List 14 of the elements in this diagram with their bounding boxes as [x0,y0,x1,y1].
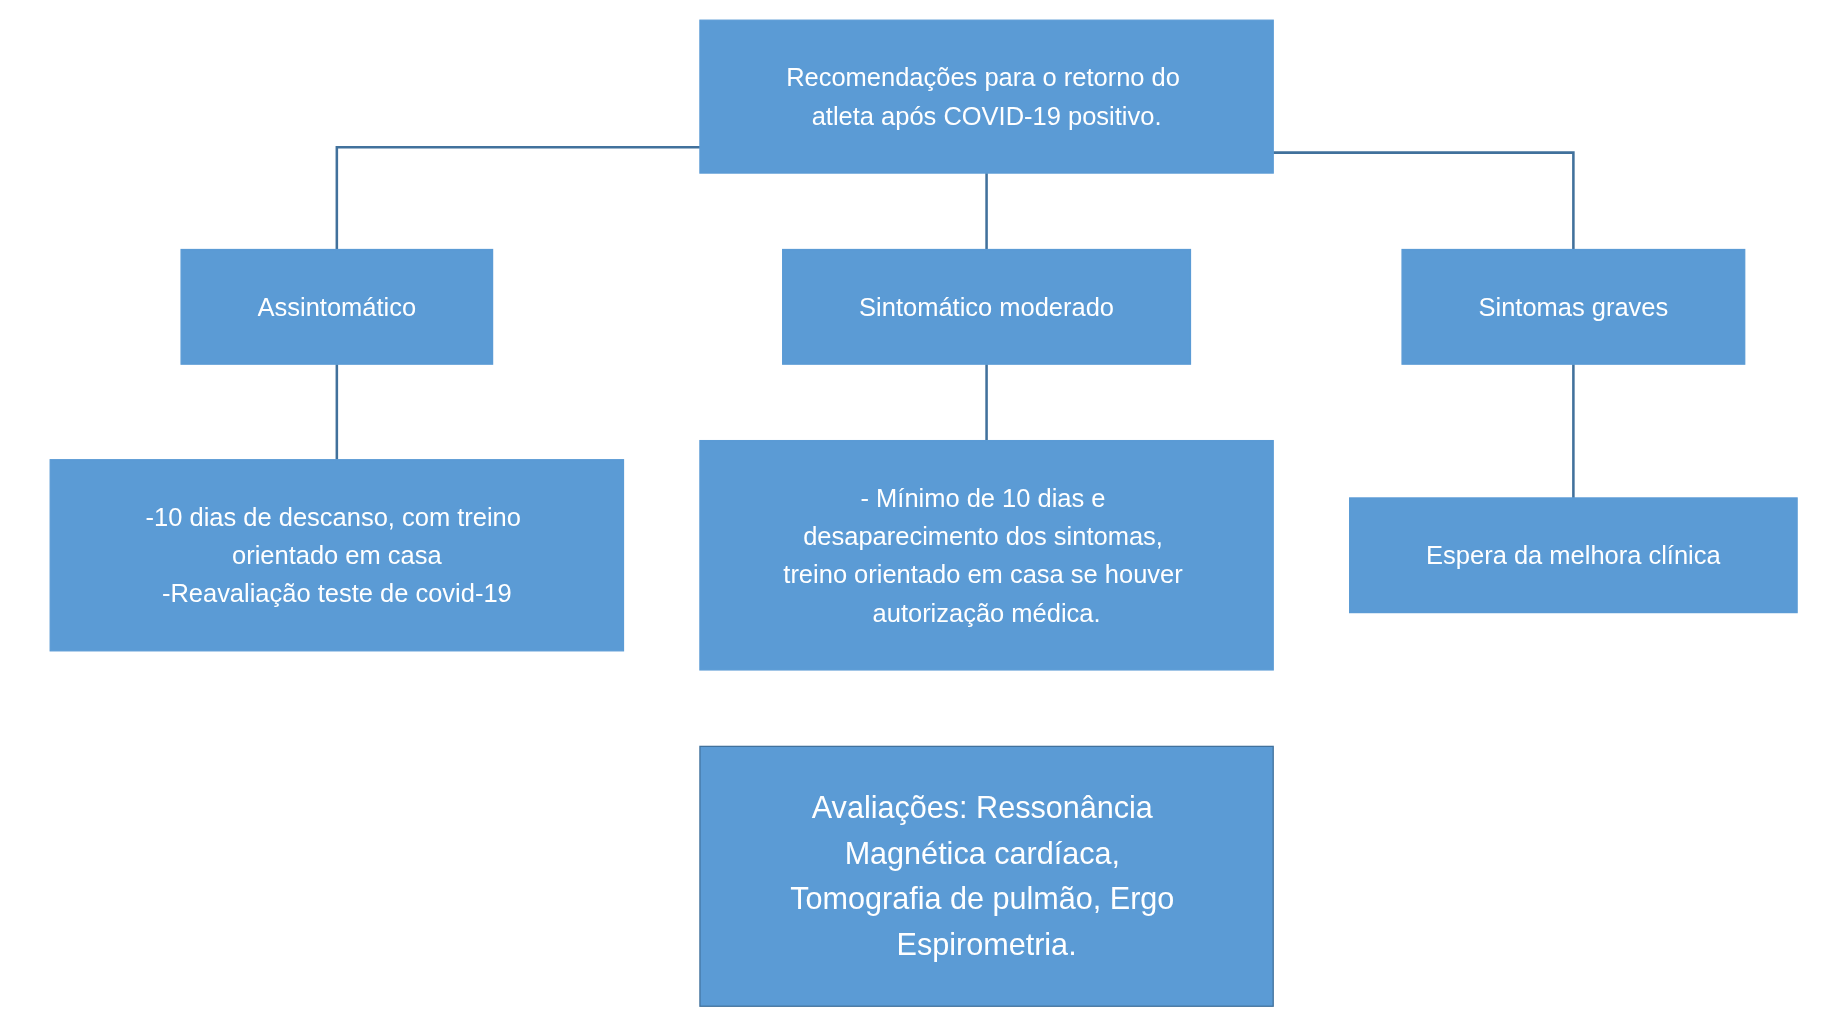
connector [985,363,988,441]
node-box: Espera da melhora clínica [1348,497,1798,614]
node-box: Sintomas graves [1401,249,1746,366]
connector [1273,151,1575,250]
connector [1571,363,1575,499]
node-box: Recomendações para o retorno do atleta após COVID-19 positivo. [699,19,1274,174]
node-box: - Mínimo de 10 dias e desaparecimento dos sintomas, treino orientado em casa se houver autorização médica. [699,440,1274,671]
connector [985,172,988,250]
node-box: Assintomático [180,249,494,366]
connector [335,363,338,460]
node-box: Avaliações: Ressonância Magnética cardíaca, Tomografia de pulmão, Ergo Espirometria. [699,746,1274,1008]
connector [335,146,700,250]
node-box: -10 dias de descanso, com treino orientado em casa -Reavaliação teste de covid-19 [49,459,624,652]
node-box: Sintomático moderado [781,249,1191,366]
